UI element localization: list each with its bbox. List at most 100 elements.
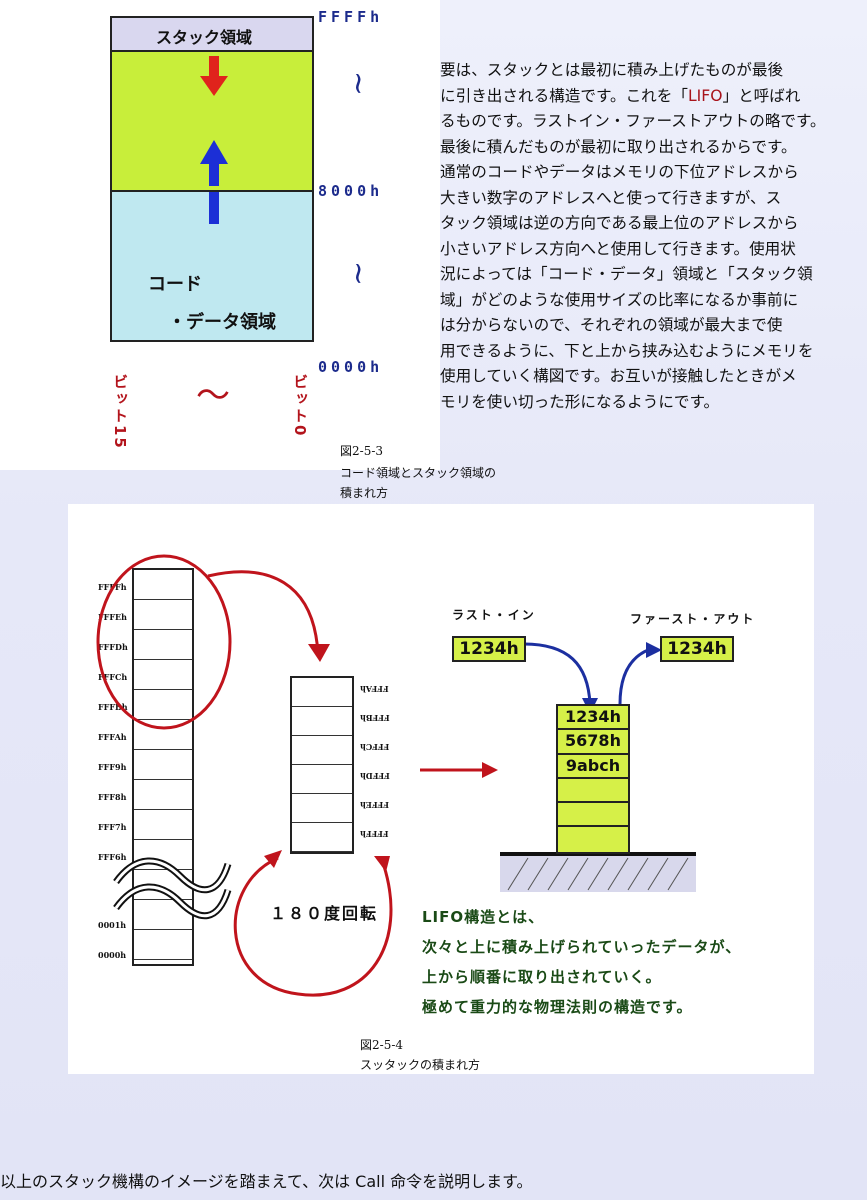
highlight-circle [96,554,232,730]
memory-cell [134,870,192,900]
caption-text-2: スッタックの積まれ方 [360,1058,481,1072]
memory-cell [134,660,192,690]
figure-overlay [96,554,696,997]
figure-2-5-3: スタック領域 コード ・データ領域 FFFFh 8000h 0000h [0,0,440,470]
rotated-memory-cell [292,794,352,823]
desc-line: 次々と上に積み上げられていったデータが、 [422,938,742,956]
rotation-label: １８０度回転 [270,904,379,923]
memory-address: FFFEh [98,612,127,622]
memory-address: FFFBh [98,702,128,712]
rotation-circle-icon [233,856,393,997]
address-0000: 0000h [318,358,384,376]
first-out-value: 1234h [660,636,734,662]
code-area-label-2: ・データ領域 [168,312,276,333]
memory-cell [134,690,192,720]
para-line: 用できるように、下と上から挟み込むようにメモリを [440,341,814,360]
memory-address: FFFDh [98,642,128,652]
memory-cell [134,600,192,630]
up-arrow-stem-icon [209,192,219,224]
desc-line: 極めて重力的な物理法則の構造です。 [422,998,693,1016]
desc-line: LIFO構造とは、 [422,908,545,926]
para-line: 大きい数字のアドレスへと使って行きますが、ス [440,188,782,207]
memory-cell [134,720,192,750]
rotated-memory-cell [292,736,352,765]
caption-line-1: コード領域とスタック領域の [340,466,497,480]
move-arrow-icon [207,570,320,655]
range-tilde: ～ [196,376,230,416]
stack-cell [558,779,628,804]
memory-address: FFF8h [98,792,127,802]
rotated-memory-cell [292,823,352,852]
memory-address: FFF9h [98,762,127,772]
para-line: モリを使い切った形になるようにです。 [440,392,720,411]
para-line: 通常のコードやデータはメモリの下位アドレスから [440,163,799,181]
ground-base [500,854,696,892]
para-line: 小さいアドレス方向へと使用して行きます。使用状 [440,239,796,258]
squiggle-2: ~ [341,260,377,287]
memory-cell [134,840,192,870]
first-out-label: ファースト・アウト [630,612,756,626]
stack-cell: 5678h [558,730,628,755]
memory-address: FFFAh [98,732,127,742]
para-line: るものです。ラストイン・ファーストアウトの略です。 [440,112,826,130]
memory-address: FFF6h [98,852,127,862]
bit0-label: ビット0 [291,374,309,438]
stack-area: スタック領域 [112,18,312,52]
push-arrow-icon [523,642,592,705]
right-arrow-icon [420,762,498,778]
free-area [112,52,312,192]
down-arrow-icon [200,56,228,96]
up-arrow-icon [200,140,228,186]
address-ffff: FFFFh [318,8,384,26]
caption-number: 図2-5-3 [340,444,384,458]
memory-cell [134,570,192,600]
desc-line: 上から順番に取り出されていく。 [422,968,662,986]
caption-line-2: 積まれ方 [340,486,389,500]
memory-address-low: 0001h [98,920,127,930]
memory-address: FFF7h [98,822,127,832]
stack-cell [558,803,628,828]
explanation-paragraph: 要は、スタックとは最初に積み上げたものが最後 に引き出される構造です。これを「L… [440,58,860,415]
stack-area-label: スタック領域 [156,28,253,47]
para-line: 域」がどのような使用サイズの比率になるか事前に [440,290,799,309]
bit15-label: ビット15 [111,374,129,450]
pop-arrow-icon [618,648,649,705]
para-line: タック領域は逆の方向である最上位のアドレスから [440,214,799,232]
growth-arrows [200,56,228,186]
squiggle-1: ~ [341,70,377,97]
para-line: 要は、スタックとは最初に積み上げたものが最後 [440,61,784,79]
footer-text: 以上のスタック機構のイメージを踏まえて、次は Call 命令を説明します。 [0,1172,533,1191]
code-area-label-1: コード [148,274,202,295]
memory-cell [134,750,192,780]
lifo-description: LIFO構造とは、 次々と上に積み上げられていったデータが、 上から順番に取り出… [422,902,814,1022]
para-line: は分からないので、それぞれの領域が最大まで使 [440,316,783,334]
memory-cell [134,900,192,930]
rotated-memory-cell [292,765,352,794]
lifo-term: LIFO [687,86,723,105]
caption-number-2: 図2-5-4 [360,1038,404,1052]
stack-cell: 1234h [558,706,628,731]
memory-cell [134,630,192,660]
memory-cell [134,930,192,960]
rotated-memory-cell [292,678,352,707]
last-in-label: ラスト・イン [452,608,536,622]
memory-cell [134,810,192,840]
memory-cell [134,780,192,810]
memory-column [132,568,194,966]
para-line: 況によっては「コード・データ」領域と「スタック領 [440,265,813,283]
memory-address-low: 0000h [98,950,127,960]
memory-map: スタック領域 コード ・データ領域 [110,16,314,342]
last-in-value: 1234h [452,636,526,662]
code-data-area: コード ・データ領域 [112,192,312,340]
para-line: 最後に積んだものが最初に取り出されるからです。 [440,137,797,156]
para-line: 使用していく構図です。お互いが接触したときがメ [440,367,797,385]
stack-cell: 9abch [558,755,628,779]
rotated-memory-column [290,676,354,854]
memory-address: FFFCh [98,672,128,682]
rotated-memory-cell [292,707,352,736]
stack-cell [558,828,628,852]
para-line-lifo: に引き出される構造です。これを「LIFO」と呼ばれ [440,86,801,105]
address-8000: 8000h [318,182,384,200]
